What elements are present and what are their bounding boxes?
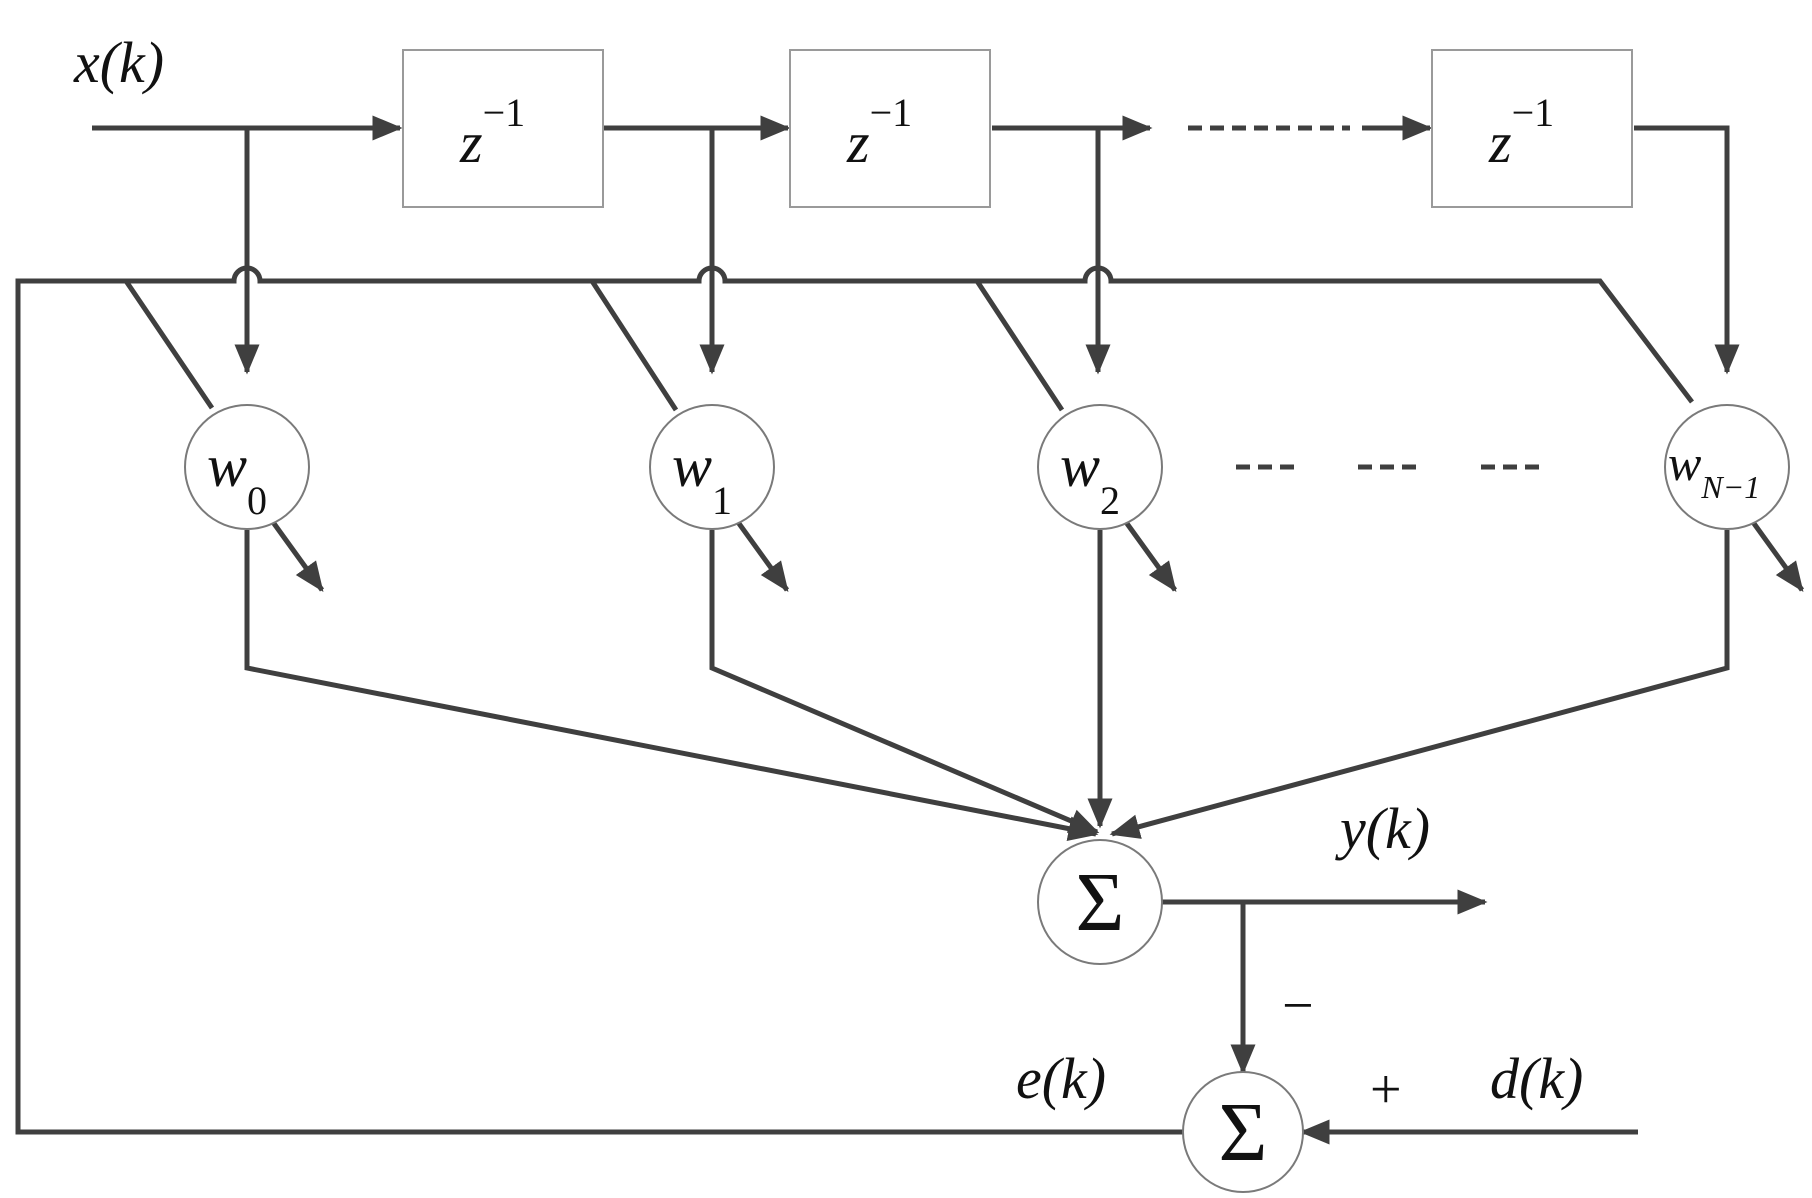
output-summer-symbol: Σ bbox=[1076, 856, 1125, 949]
adapt-arrow-1 bbox=[732, 516, 790, 593]
error-summer-symbol: Σ bbox=[1219, 1086, 1268, 1179]
minus-sign: − bbox=[1282, 975, 1314, 1037]
weight-0-label: w0 bbox=[207, 433, 267, 523]
update-line-0 bbox=[123, 279, 215, 410]
delay-block-2-label: z−1 bbox=[846, 90, 912, 175]
input-signal-label: x(k) bbox=[73, 30, 164, 95]
adapt-arrow-last bbox=[1747, 516, 1805, 593]
tap-line-last bbox=[1634, 125, 1740, 375]
error-signal-label: e(k) bbox=[1016, 1046, 1106, 1111]
weight-node-1: w1 bbox=[649, 404, 775, 530]
adapt-arrow-0 bbox=[267, 516, 325, 593]
weight-2-label: w2 bbox=[1060, 433, 1120, 523]
update-line-2 bbox=[974, 279, 1065, 412]
weight-last-output-line bbox=[1109, 530, 1730, 839]
weight-node-0: w0 bbox=[184, 404, 310, 530]
desired-signal-label: d(k) bbox=[1490, 1046, 1583, 1111]
error-summer: Σ bbox=[1182, 1071, 1304, 1193]
output-signal-label: y(k) bbox=[1335, 796, 1430, 861]
weight-node-2: w2 bbox=[1037, 404, 1163, 530]
delay-block-1-label: z−1 bbox=[459, 90, 525, 175]
plus-sign: + bbox=[1370, 1059, 1402, 1121]
weight-last-label: wN−1 bbox=[1668, 435, 1760, 505]
weight-0-output-line bbox=[244, 530, 1099, 841]
delay-block-2 bbox=[789, 49, 991, 208]
output-summer: Σ bbox=[1037, 839, 1163, 965]
error-feedback-bus bbox=[15, 265, 1694, 1135]
weight-1-label: w1 bbox=[672, 433, 732, 523]
adapt-arrow-2 bbox=[1120, 516, 1178, 593]
delay-block-3-label: z−1 bbox=[1488, 90, 1554, 175]
weight-1-output-line bbox=[709, 530, 1100, 835]
update-line-1 bbox=[589, 279, 679, 412]
delay-block-1 bbox=[402, 49, 604, 208]
delay-block-3 bbox=[1431, 49, 1633, 208]
weight-node-last: wN−1 bbox=[1664, 404, 1790, 530]
